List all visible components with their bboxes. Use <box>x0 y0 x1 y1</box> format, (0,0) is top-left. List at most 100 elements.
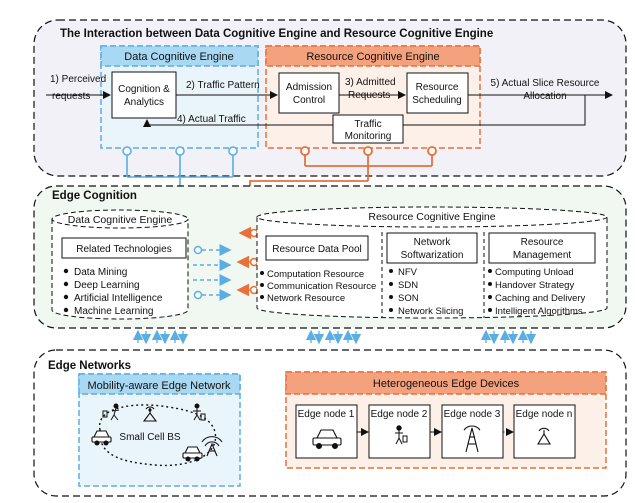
traffic-monitoring-line1: Traffic <box>354 119 381 130</box>
tech-item: Artificial Intelligence <box>74 293 163 304</box>
flow3-line1: 3) Admitted <box>345 77 396 88</box>
car-icon <box>91 430 112 446</box>
traffic-monitoring-box <box>332 114 404 144</box>
pedestrian-icon <box>395 425 408 445</box>
resource-management-box <box>488 232 596 264</box>
flow4-arrow <box>143 119 333 127</box>
small-cell-bs-icon <box>537 427 551 445</box>
network-softwarization-line1: Network <box>414 237 452 248</box>
softwarization-bullet <box>389 282 393 286</box>
softwarization-item: NFV <box>398 267 418 278</box>
antenna-icon <box>201 436 223 457</box>
pool-item: Communication Resource <box>267 281 376 292</box>
management-bullet <box>488 295 492 299</box>
resource-management-line2: Management <box>513 250 572 261</box>
small-cell-bs-icon <box>142 406 158 422</box>
resource-data-pool-label: Resource Data Pool <box>272 244 362 255</box>
flow3-line2: Requests <box>348 90 390 101</box>
tech-bullet <box>63 294 69 300</box>
car-icon <box>312 429 342 450</box>
cognition-analytics-box <box>111 71 177 119</box>
hetero-devices-title: Heterogeneous Edge Devices <box>373 378 520 390</box>
cognition-analytics-line1: Cognition & <box>118 84 170 95</box>
network-softwarization-line2: Softwarization <box>401 250 464 261</box>
traffic-monitoring-line2: Monitoring <box>345 131 392 142</box>
edge-cognition-title: Edge Cognition <box>52 190 137 202</box>
data-engine-header <box>100 45 259 67</box>
hetero-devices-header <box>285 371 607 395</box>
resource-engine-header <box>265 45 481 67</box>
related-technologies-label: Related Technologies <box>76 244 171 255</box>
network-softwarization-box <box>386 232 478 264</box>
pedestrian-icon <box>102 403 120 421</box>
flow4-label: 4) Actual Traffic <box>177 114 246 125</box>
management-bullet <box>488 269 492 273</box>
pool-bullet <box>260 295 264 299</box>
softwarization-item: Network Slicing <box>398 306 463 317</box>
resource-data-pool-box <box>265 235 369 261</box>
resource-scheduling-line1: Resource <box>416 82 459 93</box>
management-bullet <box>488 308 492 312</box>
softwarization-item: SON <box>398 293 419 304</box>
cell-tower-icon <box>463 425 481 453</box>
tech-item: Deep Learning <box>74 280 140 291</box>
data-engine-title: Data Cognitive Engine <box>124 51 233 63</box>
softwarization-item: SDN <box>398 280 418 291</box>
blue-link-arrows <box>193 244 232 301</box>
small-cell-label: Small Cell BS <box>119 432 180 443</box>
management-item: Caching and Delivery <box>495 293 586 304</box>
interaction-panel-title: The Interaction between Data Cognitive E… <box>60 28 493 40</box>
mobility-path <box>99 404 217 467</box>
cognition-data-engine-title: Data Cognitive Engine <box>68 214 173 226</box>
edge-node-label: Edge node 1 <box>298 409 355 420</box>
tech-item: Data Mining <box>74 267 127 278</box>
svg-text:Cognition &Analytics: Cognition & Analytics <box>118 84 170 108</box>
flow5-line1: 5) Actual Slice Resource <box>491 78 600 89</box>
resource-management-line1: Resource <box>521 237 564 248</box>
related-technologies-box <box>61 237 187 259</box>
tech-bullet <box>63 307 69 313</box>
pool-item: Computation Resource <box>267 269 364 280</box>
management-item: Handover Strategy <box>495 280 574 291</box>
resource-scheduling-line2: Scheduling <box>412 95 461 106</box>
feedback-loop-line <box>403 95 586 126</box>
mobility-network-title: Mobility-aware Edge Network <box>87 380 231 392</box>
pool-bullet <box>260 283 264 287</box>
vertical-link-arrows <box>132 329 537 345</box>
admission-control-line2: Control <box>293 95 325 106</box>
edge-node-label: Edge node 2 <box>371 409 428 420</box>
edge-node-label: Edge node n <box>516 409 573 420</box>
flow2-label: 2) Traffic Pattern <box>186 80 260 91</box>
tech-bullet <box>63 268 69 274</box>
management-item: Intelligent Algorithms <box>495 306 583 317</box>
cognition-analytics-line2: Analytics <box>124 97 164 108</box>
tech-item: Machine Learning <box>74 306 154 317</box>
flow1-line1: 1) Perceived <box>50 74 106 85</box>
mobility-network-header <box>78 373 241 395</box>
management-item: Computing Unload <box>495 267 574 278</box>
tech-bullet <box>63 281 69 287</box>
admission-control-line1: Admission <box>286 82 332 93</box>
flow5-line2: Allocation <box>523 91 566 102</box>
edge-networks-title: Edge Networks <box>48 360 131 372</box>
cognition-resource-engine-title: Resource Cognitive Engine <box>368 211 495 223</box>
flow1-line2: requests <box>52 91 90 102</box>
pool-item: Network Resource <box>267 293 345 304</box>
pedestrian-icon <box>193 403 206 421</box>
car-icon <box>182 446 203 462</box>
softwarization-bullet <box>389 269 393 273</box>
management-bullet <box>488 282 492 286</box>
softwarization-bullet <box>389 295 393 299</box>
resource-engine-title: Resource Cognitive Engine <box>306 51 439 63</box>
edge-node-label: Edge node 3 <box>444 409 501 420</box>
softwarization-bullet <box>389 308 393 312</box>
